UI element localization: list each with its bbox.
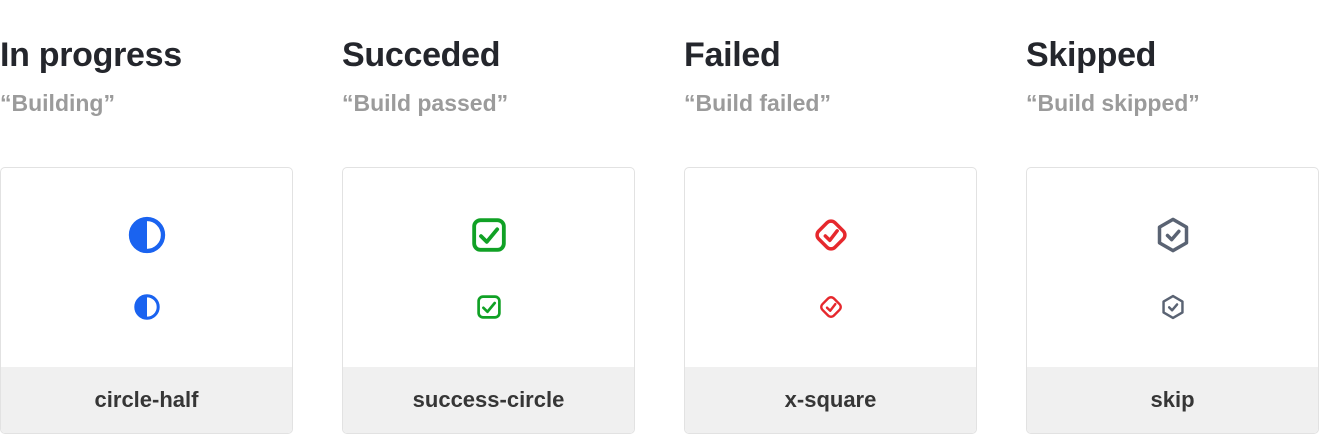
skip-icon (1153, 215, 1193, 255)
icon-card: x-square (684, 167, 977, 434)
icon-card: success-circle (342, 167, 635, 434)
icon-card-footer: x-square (685, 367, 976, 433)
icon-card-body (1027, 168, 1318, 367)
icon-card: circle-half (0, 167, 293, 434)
column-title: Failed (684, 36, 781, 74)
x-square-icon (811, 215, 851, 255)
icon-name-label: skip (1150, 387, 1195, 412)
column-succeeded: Succeded “Build passed” succes (342, 0, 635, 436)
skip-icon (1159, 293, 1187, 321)
icon-name-label: circle-half (94, 387, 199, 412)
success-circle-icon (469, 215, 509, 255)
icon-name-label: x-square (784, 387, 877, 412)
circle-half-icon (133, 293, 161, 321)
icon-card-footer: success-circle (343, 367, 634, 433)
column-failed: Failed “Build failed” (684, 0, 977, 436)
column-subtitle: “Building” (0, 90, 115, 116)
icon-card-body (343, 168, 634, 367)
circle-half-icon (127, 215, 167, 255)
icon-card: skip (1026, 167, 1319, 434)
column-in-progress: In progress “Building” circle- (0, 0, 293, 436)
icon-card-footer: skip (1027, 367, 1318, 433)
column-title: In progress (0, 36, 182, 74)
column-title: Skipped (1026, 36, 1157, 74)
column-skipped: Skipped “Build skipped” skip (1026, 0, 1319, 436)
icon-card-footer: circle-half (1, 367, 292, 433)
column-subtitle: “Build skipped” (1026, 90, 1200, 116)
icon-card-body (1, 168, 292, 367)
column-title: Succeded (342, 36, 501, 74)
icon-name-label: success-circle (412, 387, 565, 412)
icon-card-body (685, 168, 976, 367)
success-circle-icon (475, 293, 503, 321)
x-square-icon (817, 293, 845, 321)
column-subtitle: “Build passed” (342, 90, 509, 116)
column-subtitle: “Build failed” (684, 90, 831, 116)
